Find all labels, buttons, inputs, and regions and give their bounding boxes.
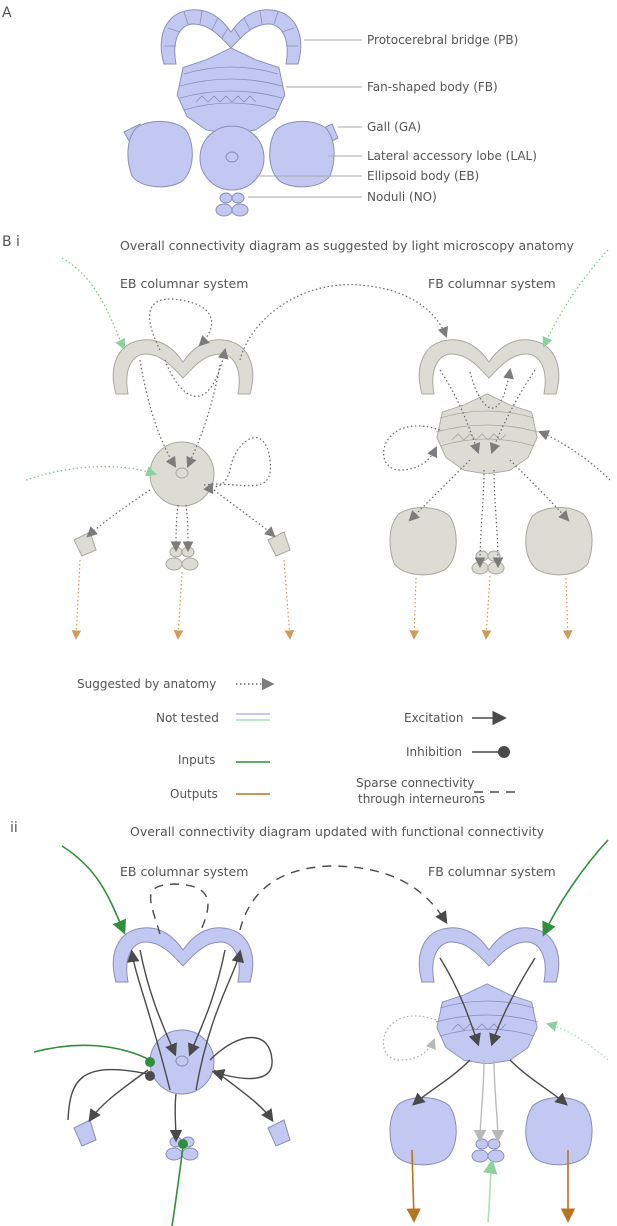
lal-left xyxy=(127,120,193,188)
panel-bi-label: B i xyxy=(2,234,20,250)
label-pb: Protocerebral bridge (PB) xyxy=(367,33,518,47)
label-lal: Lateral accessory lobe (LAL) xyxy=(367,149,537,163)
legend-inputs-label: Inputs xyxy=(178,753,215,767)
legend-suggested-label: Suggested by anatomy xyxy=(77,677,216,691)
legend-sparse-label-2: through interneurons xyxy=(358,792,485,806)
legend-inhibition-swatch xyxy=(498,746,510,758)
bii-title: Overall connectivity diagram updated wit… xyxy=(130,824,545,839)
legend-excitation-label: Excitation xyxy=(404,711,463,725)
ellipsoid-body xyxy=(199,125,265,191)
legend-inhibition-label: Inhibition xyxy=(406,745,462,759)
bii-eb-diagram xyxy=(33,845,448,1226)
noduli xyxy=(215,192,249,217)
legend-not-tested-label: Not tested xyxy=(156,711,219,725)
legend: Suggested by anatomy Not tested Inputs O… xyxy=(77,677,520,806)
bi-fb-system-title: FB columnar system xyxy=(428,276,556,291)
label-fb: Fan-shaped body (FB) xyxy=(367,80,498,94)
fan-shaped-body xyxy=(176,47,286,134)
bii-fb-system-title: FB columnar system xyxy=(428,864,556,879)
label-eb: Ellipsoid body (EB) xyxy=(367,169,479,183)
bi-fb-diagram xyxy=(383,249,611,640)
lal-right xyxy=(269,120,335,188)
panel-bii-label: ii xyxy=(10,820,18,836)
legend-sparse-label-1: Sparse connectivity xyxy=(356,776,474,790)
legend-outputs-label: Outputs xyxy=(170,787,218,801)
label-ga: Gall (GA) xyxy=(367,120,421,134)
bii-fb-diagram xyxy=(382,839,609,1223)
anatomy-schematic xyxy=(123,9,362,217)
bi-title: Overall connectivity diagram as suggeste… xyxy=(120,238,575,253)
label-no: Noduli (NO) xyxy=(367,190,437,204)
bi-eb-diagram xyxy=(25,257,449,640)
panel-a-label: A xyxy=(2,5,12,21)
protocerebral-bridge xyxy=(160,9,302,65)
bi-eb-system-title: EB columnar system xyxy=(120,276,248,291)
bii-eb-system-title: EB columnar system xyxy=(120,864,248,879)
